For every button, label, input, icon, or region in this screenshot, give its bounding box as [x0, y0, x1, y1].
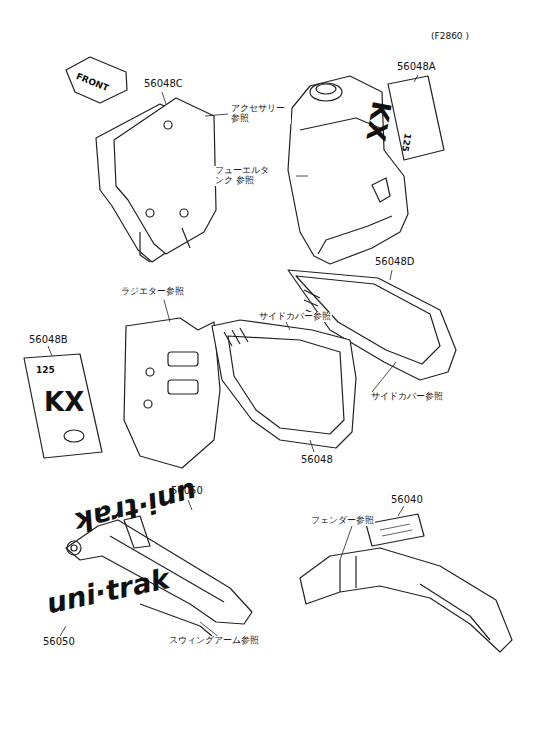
part-number: 56048B	[28, 334, 69, 345]
figure-code: (F2860 )	[430, 32, 470, 42]
part-number: 56040	[390, 494, 424, 505]
reference-note: サイドカバー参照	[370, 392, 444, 402]
part-number: 56048D	[374, 256, 416, 267]
part-number: 56048A	[396, 61, 437, 72]
front-decal	[66, 57, 127, 103]
part-number: 56048C	[143, 78, 184, 89]
part-number: 56048	[300, 454, 334, 465]
leader-lines	[48, 75, 418, 638]
left-side-cover	[212, 320, 356, 448]
decal-text: 125	[36, 366, 55, 376]
reference-note: フューエルタンク 参照	[214, 166, 275, 186]
decal-text: 125	[399, 132, 412, 152]
reference-note: スウィングアーム参照	[168, 636, 260, 646]
tank-decal	[388, 76, 444, 160]
reference-note: サイドカバー参照	[258, 312, 332, 322]
decal-text: KX	[361, 99, 396, 144]
fuel-tank	[288, 76, 408, 264]
reference-note: アクセサリー 参照	[230, 104, 291, 124]
reference-note: ラジエター参照	[120, 287, 185, 297]
part-number: 56050	[42, 636, 76, 647]
rear-fender	[300, 548, 512, 652]
number-plate	[96, 98, 216, 262]
shroud-decal	[24, 354, 102, 458]
decal-text: uni·trak	[44, 564, 172, 620]
reference-note: フェンダー参照	[310, 516, 375, 526]
radiator-shroud	[124, 318, 220, 468]
decal-text: KX	[44, 388, 84, 417]
decal-text: uni·trak	[71, 475, 200, 537]
